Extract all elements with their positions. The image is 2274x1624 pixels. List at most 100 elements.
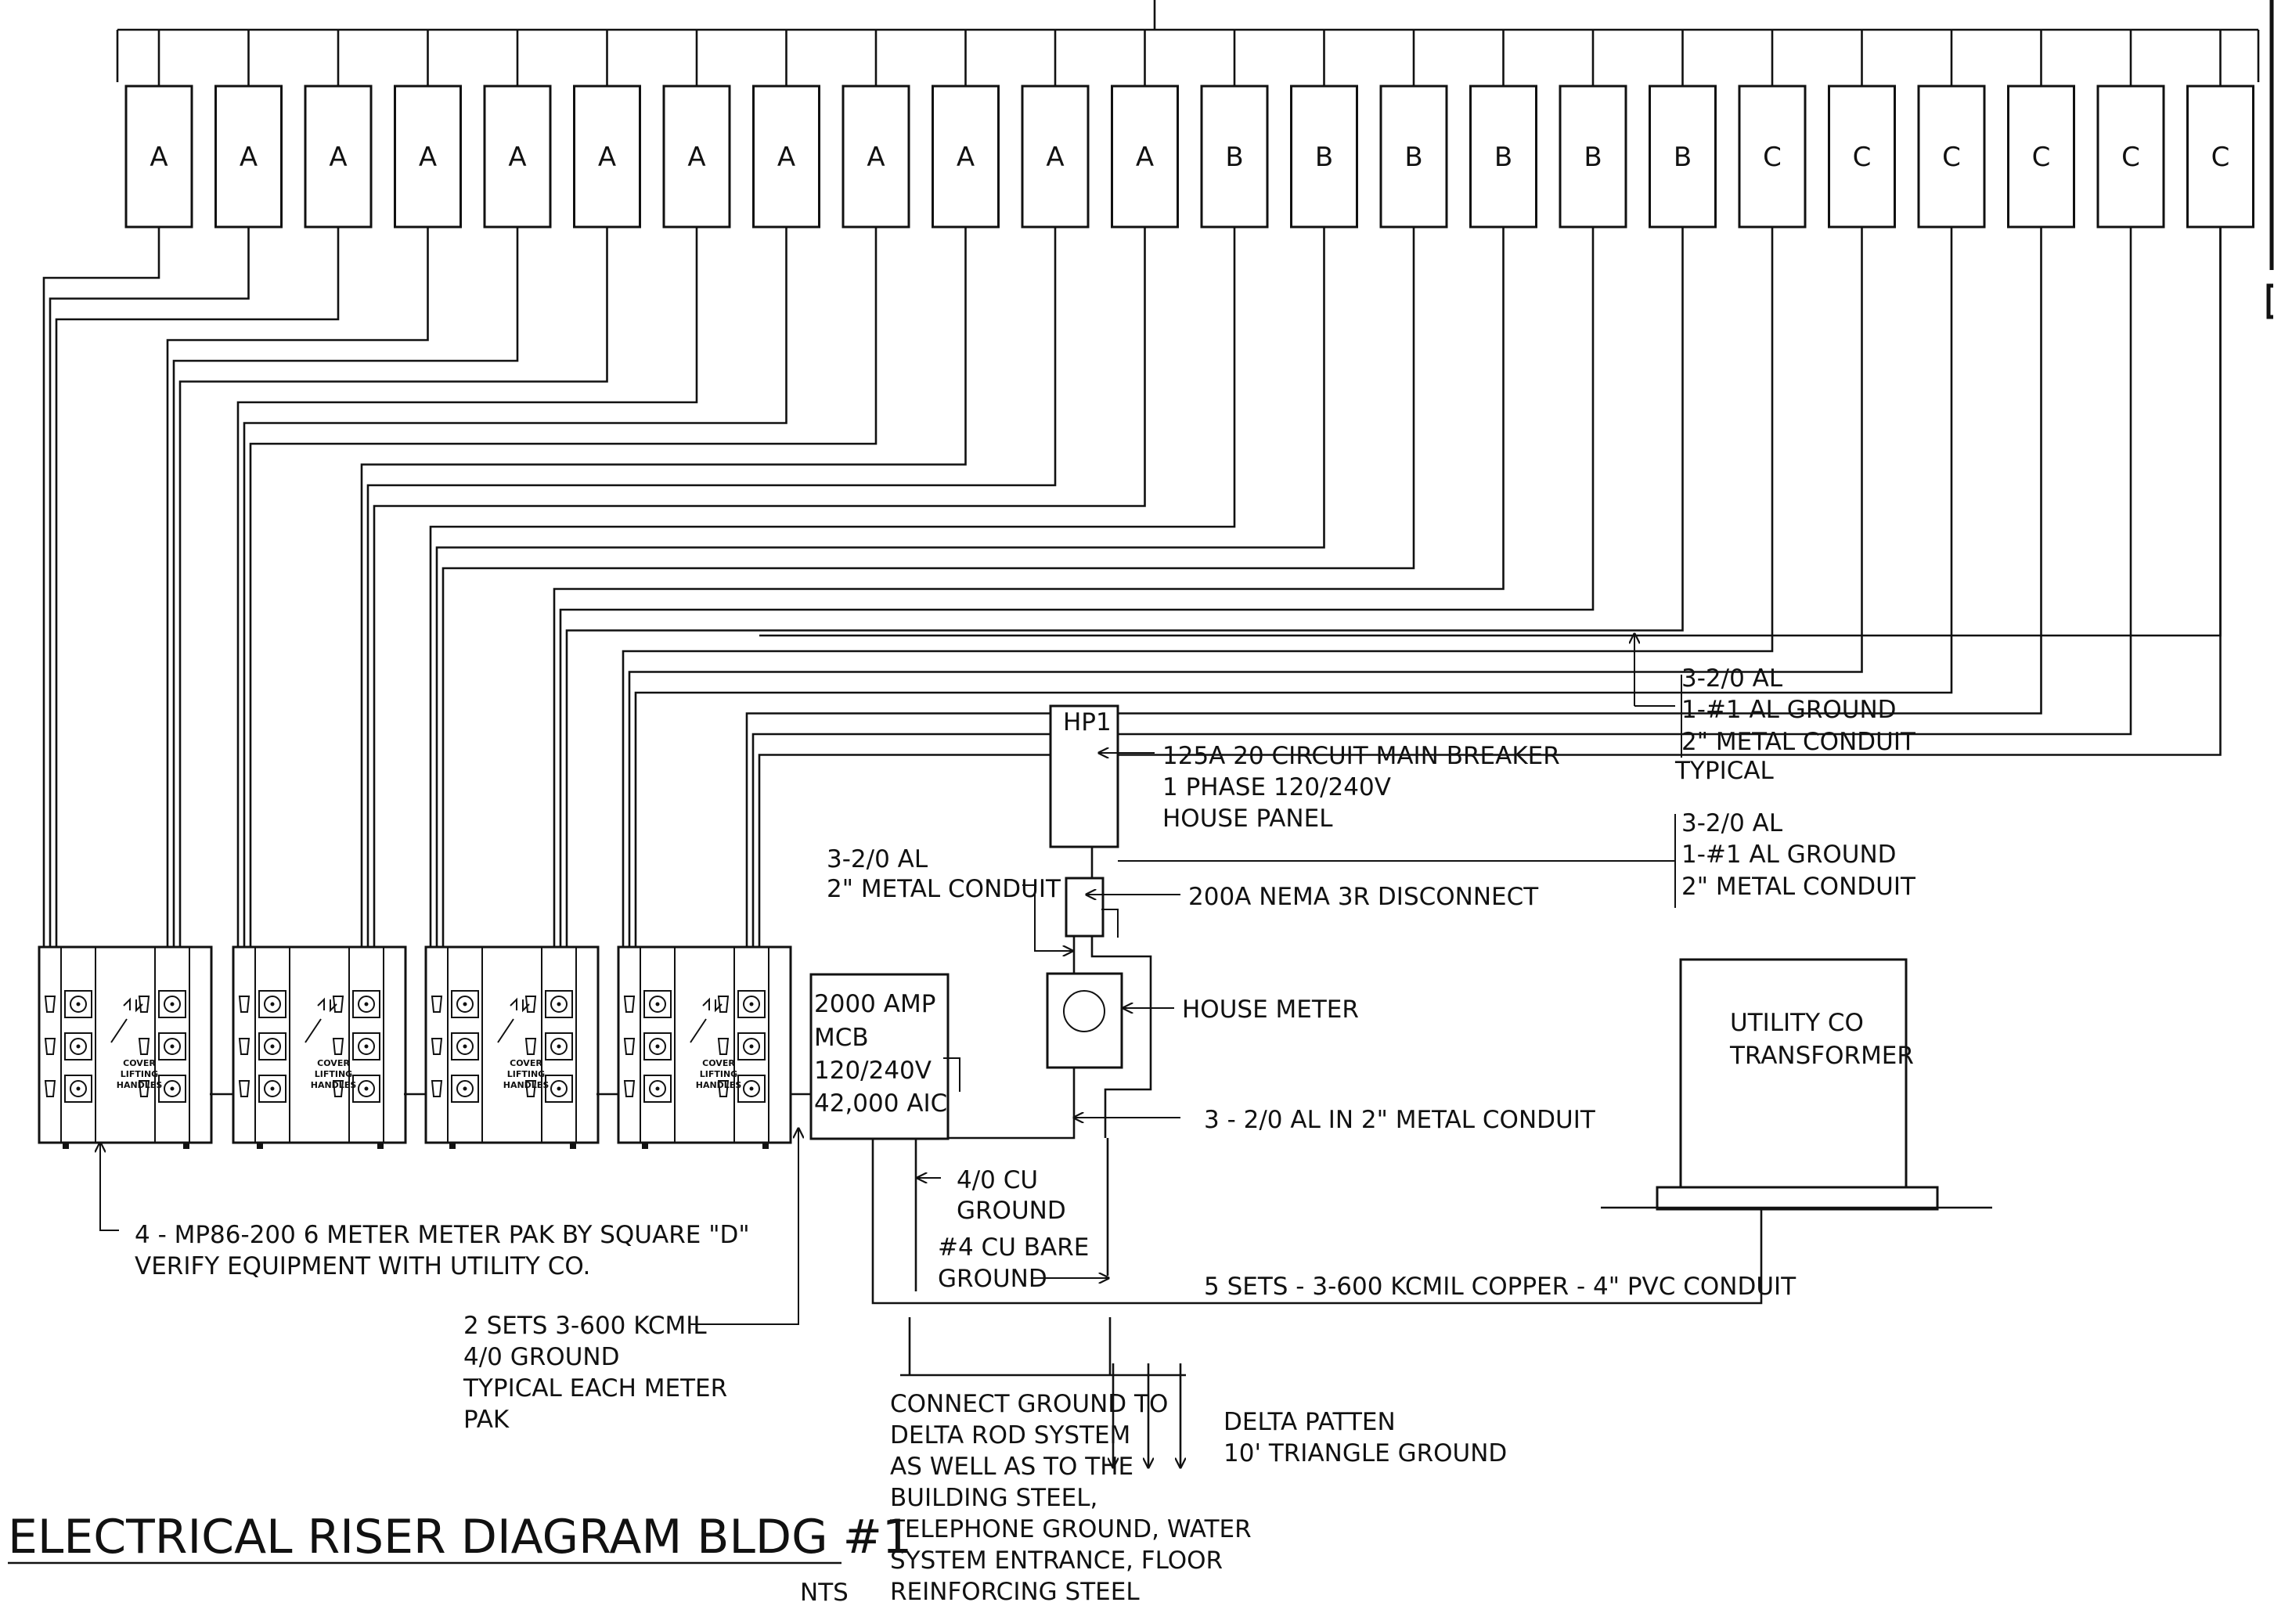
meter-socket-ring [550,1038,568,1055]
handle-label: LIFTING [121,1069,158,1079]
annotations: 3-2/0 AL 1-#1 AL GROUND 2" METAL CONDUIT… [135,664,1916,1606]
unit-box: C [1917,85,1986,229]
meter-socket-ring [264,1038,281,1055]
meter-pak-feed-1: 2 SETS 3-600 KCMIL [463,1312,707,1340]
title-block: ELECTRICAL RISER DIAGRAM BLDG #1 NTS [8,1510,912,1607]
unit-label: A [867,142,885,173]
unit-box: A [1021,85,1090,229]
meter-socket-ring [550,996,568,1013]
unit-feeder [435,227,1325,947]
unit-box: A [394,85,462,229]
meter-socket-dot [557,1002,561,1006]
unit-label: C [1763,142,1782,173]
feeder-line [429,227,1236,947]
unit-box: C [2007,85,2075,229]
house-panel-note-1: 125A 20 CIRCUIT MAIN BREAKER [1162,742,1560,770]
feeder-house-2: 1-#1 AL GROUND [1681,841,1897,869]
feeder-line [628,227,1863,947]
meter-socket [643,1075,672,1103]
meter-socket [737,990,766,1018]
feeder-house-3: 2" METAL CONDUIT [1681,873,1916,901]
unit-box: A [124,85,193,229]
unit-box: B [1559,85,1627,229]
breaker-symbol [431,1038,443,1055]
unit-box: B [1379,85,1448,229]
handle-label: COVER [123,1058,156,1068]
feeder-typical-1: 3-2/0 AL [1681,664,1783,693]
feeder-line [373,227,1146,947]
frame-edge [2266,0,2274,319]
meter-socket-ring [456,996,474,1013]
house-panel-hp1: HP1 [1049,704,1119,848]
meter-socket-ring [358,996,375,1013]
feeder-line [166,227,429,947]
unit-label: A [957,142,975,173]
feeder-line [42,227,160,947]
unit-box-outline [2007,85,2075,229]
unit-feeder [360,227,967,947]
meter-pak-foot [183,1143,189,1149]
meter-socket [643,990,672,1018]
meter-socket [643,1032,672,1060]
breaker-symbol [238,996,250,1013]
feeder-line [751,227,2132,947]
feeder-line [360,227,967,947]
unit-feeder [42,227,160,947]
meter-socket [352,1075,380,1103]
meter-socket-dot [557,1044,561,1049]
meter-socket [451,1032,479,1060]
unit-label: A [419,142,437,173]
unit-box-outline [1738,85,1807,229]
feeder-typical-3: 2" METAL CONDUIT [1681,728,1916,756]
unit-box: A [752,85,820,229]
unit-label: C [1853,142,1872,173]
feeder-line [243,227,787,947]
unit-label: A [329,142,347,173]
unit-feeder [373,227,1146,947]
nema-3r-disconnect [1065,877,1119,938]
meter-socket-ring [164,996,181,1013]
feeder-line [249,227,878,947]
feeder-line [745,227,2042,947]
feeder-line [758,227,2222,947]
meter-socket-dot [655,1044,660,1049]
unit-feeder [178,227,608,947]
unit-label: A [150,142,168,173]
bare-ground-2: GROUND [938,1265,1047,1293]
transformer-line-1: UTILITY CO [1730,1009,1864,1037]
unit-label: A [1136,142,1154,173]
feeder-line [366,227,1057,947]
unit-leads [157,30,2222,86]
meter-pak-enclosure [617,945,792,1144]
unit-box: A [841,85,910,229]
unit-box-outline [1379,85,1448,229]
unit-box-outline [1469,85,1537,229]
meter-socket-ring [649,996,666,1013]
transformer-line-2: TRANSFORMER [1729,1042,1914,1070]
unit-label: A [240,142,258,173]
feeder-line [236,227,698,947]
unit-label: A [508,142,526,173]
unit-label: A [1046,142,1064,173]
meter-socket-dot [655,1002,660,1006]
service-note: 5 SETS - 3-600 KCMIL COPPER - 4" PVC CON… [1204,1273,1796,1301]
house-meter [1046,972,1123,1069]
feeder-line [634,227,1953,947]
handle-label: COVER [702,1058,735,1068]
unit-feeder [559,227,1595,947]
meter-pak-feed-4: PAK [463,1406,510,1434]
feeder-line [435,227,1325,947]
unit-label: B [1225,142,1243,173]
meter-pak-foot [63,1143,69,1149]
meter-paks: COVERLIFTINGHANDLESCOVERLIFTINGHANDLESCO… [38,945,792,1149]
unit-feeder [758,227,2222,947]
unit-label: A [777,142,795,173]
unit-feeder [553,227,1505,947]
meter-socket [451,1075,479,1103]
breaker-symbol [431,1080,443,1097]
meter-socket [737,1032,766,1060]
unit-box: A [932,85,1000,229]
